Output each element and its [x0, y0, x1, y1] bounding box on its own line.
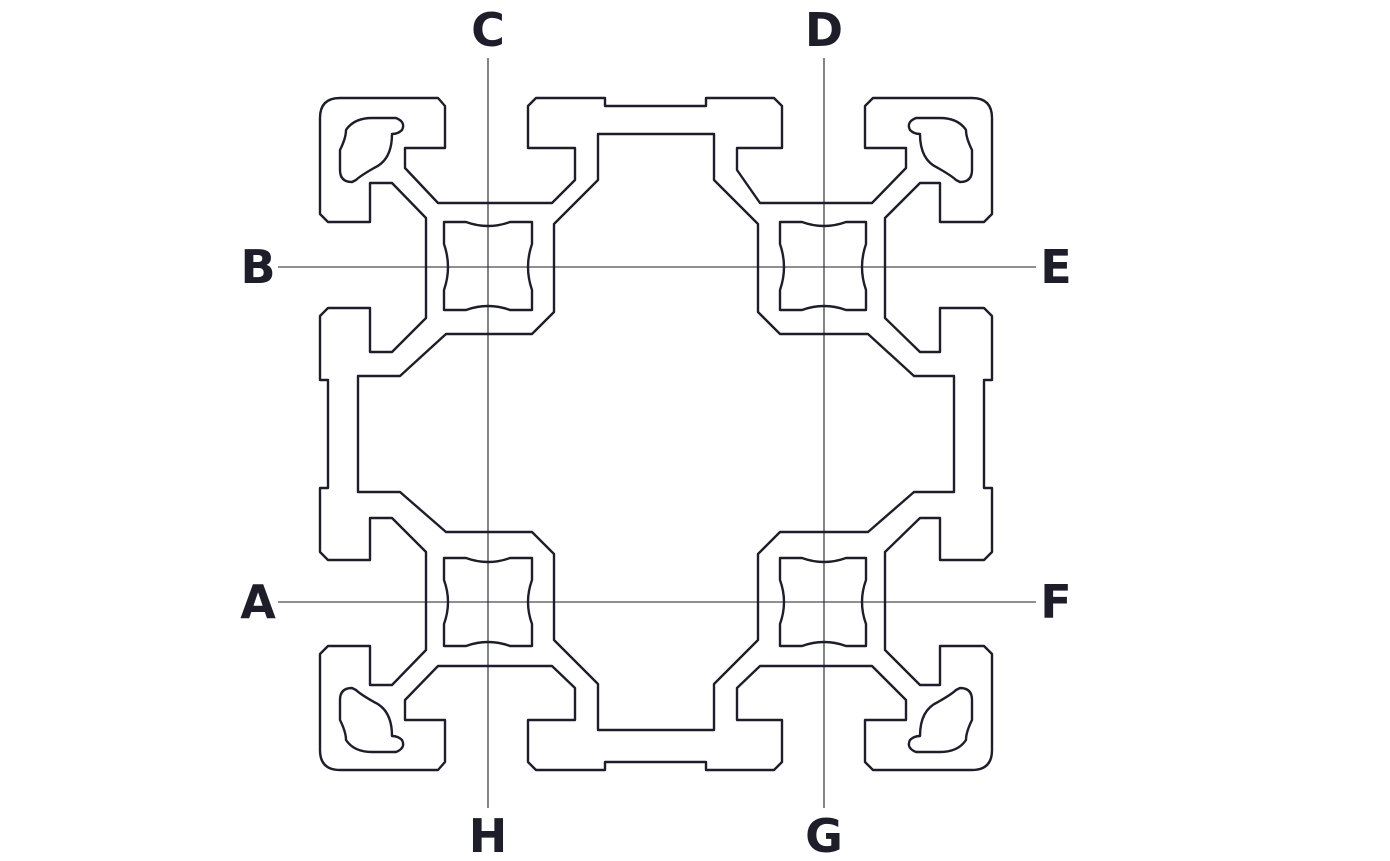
label-f: F — [1040, 575, 1071, 629]
corner-bores — [442, 220, 868, 648]
section-labels: C D B E A F H G — [240, 3, 1072, 861]
channel-top-right — [907, 116, 974, 184]
label-d: D — [805, 3, 843, 57]
channel-bottom-left — [338, 686, 405, 754]
center-lines — [278, 58, 1036, 808]
label-b: B — [240, 240, 275, 294]
bore-bottom-right — [778, 556, 868, 648]
channel-bottom-right — [907, 686, 974, 754]
label-g: G — [805, 809, 843, 861]
bore-top-left — [442, 220, 534, 312]
label-c: C — [471, 3, 505, 57]
bore-top-right — [778, 220, 868, 312]
corner-channels — [338, 116, 974, 754]
bore-bottom-left — [442, 556, 534, 648]
label-e: E — [1040, 240, 1071, 294]
channel-top-left — [338, 116, 405, 184]
profile-outline — [318, 96, 994, 772]
outer-contour — [318, 96, 994, 772]
label-a: A — [240, 575, 276, 629]
label-h: H — [469, 809, 508, 861]
central-cavity — [356, 132, 956, 732]
